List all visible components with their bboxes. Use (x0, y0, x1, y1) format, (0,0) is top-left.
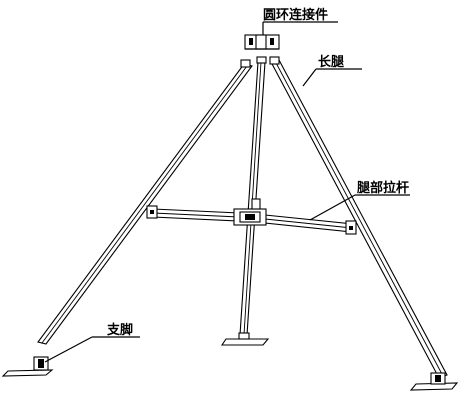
label-leg-brace: 腿部拉杆 (357, 180, 409, 196)
foot-right (409, 372, 459, 391)
label-long-leg: 长腿 (318, 54, 344, 70)
center-leg (239, 56, 267, 336)
brace-hub (233, 198, 267, 226)
ring-connector (244, 34, 280, 50)
leg-brace-right (264, 214, 357, 235)
foot-left (1, 356, 54, 377)
right-leg (269, 56, 448, 379)
foot-center (220, 332, 270, 346)
leader-lines (44, 21, 410, 363)
leg-brace-left (146, 205, 240, 222)
label-ring-connector: 圆环连接件 (263, 7, 328, 23)
label-foot: 支脚 (106, 322, 133, 338)
left-leg (37, 59, 253, 345)
